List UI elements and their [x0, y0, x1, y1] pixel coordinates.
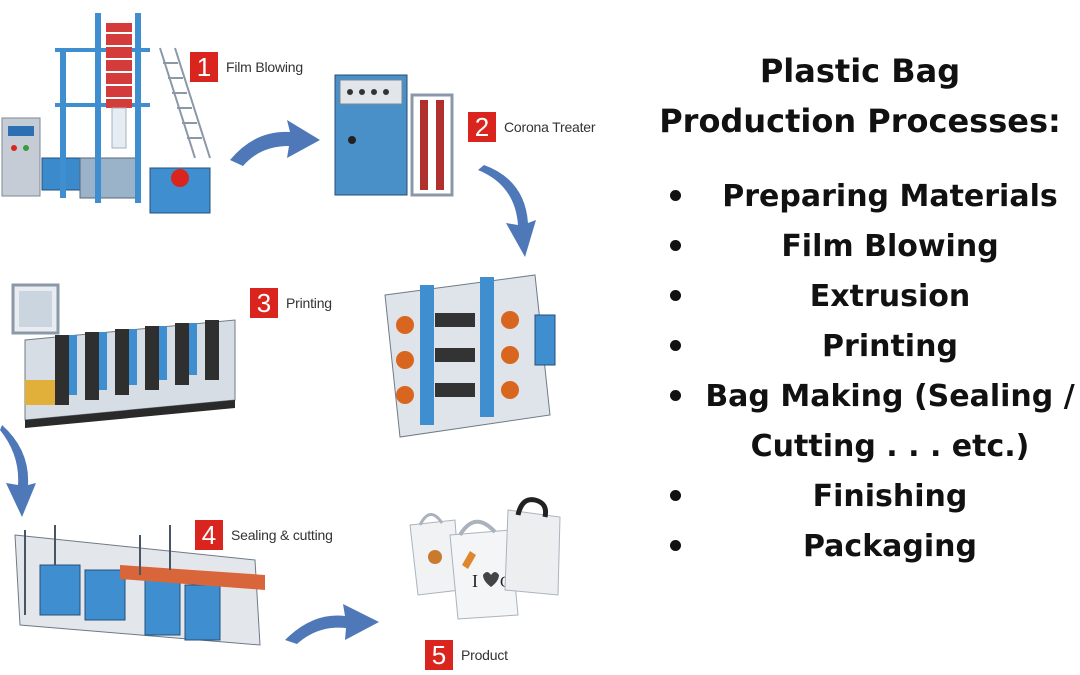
step-1: 1 Film Blowing [190, 52, 303, 82]
plastic-bags-product: I Cali [409, 497, 561, 620]
process-list: Preparing Materials Film Blowing Extrusi… [660, 172, 1080, 572]
step-number: 1 [190, 52, 218, 82]
step-number: 5 [425, 640, 453, 670]
list-item-text: Film Blowing [781, 229, 999, 264]
step-label: Film Blowing [226, 59, 303, 75]
gravure-printing-machine [11, 283, 236, 428]
step-label: Product [461, 647, 508, 663]
corona-treater-machine [334, 74, 454, 197]
flow-arrow-1 [230, 120, 320, 166]
bullet-icon [670, 290, 681, 301]
step-label: Printing [286, 295, 332, 311]
list-item-text: Preparing Materials [722, 179, 1058, 214]
step-label: Sealing & cutting [231, 527, 333, 543]
bullet-icon [670, 340, 681, 351]
list-item-continuation: Cutting . . . etc.) [660, 422, 1080, 472]
list-item: Extrusion [660, 272, 1080, 322]
step-number: 2 [468, 112, 496, 142]
list-item-text: Bag Making (Sealing / [705, 379, 1075, 414]
sealing-cutting-machine [14, 525, 265, 646]
list-item: Preparing Materials [660, 172, 1080, 222]
flow-arrow-4 [285, 604, 379, 644]
step-4: 4 Sealing & cutting [195, 520, 333, 550]
page-title: Plastic Bag Production Processes: [640, 46, 1080, 146]
svg-text:I: I [472, 571, 478, 591]
bullet-icon [670, 540, 681, 551]
title-line-2: Production Processes: [659, 102, 1061, 140]
list-item-text: Extrusion [809, 279, 971, 314]
flow-arrow-3 [0, 425, 36, 517]
bullet-icon [670, 190, 681, 201]
list-item: Printing [660, 322, 1080, 372]
list-item-text: Packaging [803, 529, 977, 564]
bullet-icon [670, 240, 681, 251]
step-number: 4 [195, 520, 223, 550]
list-item: Packaging [660, 522, 1080, 572]
step-5: 5 Product [425, 640, 508, 670]
list-item-text: Cutting . . . etc.) [750, 429, 1030, 464]
bullet-icon [670, 390, 681, 401]
list-item-text: Finishing [812, 479, 968, 514]
flexo-printing-machine [384, 274, 556, 438]
step-label: Corona Treater [504, 119, 596, 135]
list-item-text: Printing [822, 329, 958, 364]
step-2: 2 Corona Treater [468, 112, 596, 142]
list-item: Bag Making (Sealing / [660, 372, 1080, 422]
list-item: Finishing [660, 472, 1080, 522]
bullet-icon [670, 490, 681, 501]
title-line-1: Plastic Bag [759, 52, 961, 90]
step-number: 3 [250, 288, 278, 318]
flow-arrow-2 [478, 165, 536, 257]
step-3: 3 Printing [250, 288, 332, 318]
list-item: Film Blowing [660, 222, 1080, 272]
film-blowing-machine [1, 13, 211, 214]
